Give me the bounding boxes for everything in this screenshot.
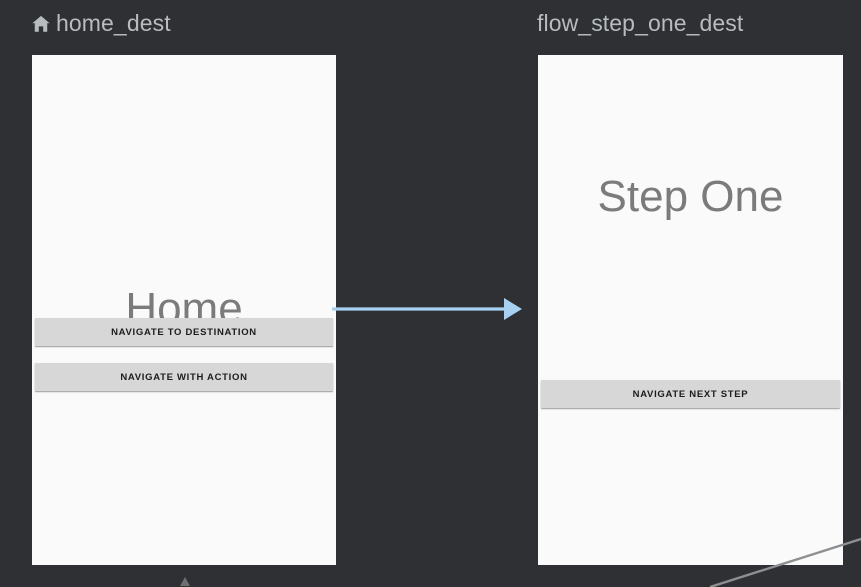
connector-fragment-bottom-left (180, 577, 190, 586)
screen-title-step-one: Step One (597, 172, 784, 221)
destination-label-text: flow_step_one_dest (537, 10, 744, 36)
destination-label-text: home_dest (56, 10, 171, 36)
navigate-with-action-button[interactable]: NAVIGATE WITH ACTION (35, 363, 333, 391)
action-arrow-home-to-step-one[interactable] (330, 296, 526, 322)
destination-label-home-dest[interactable]: home_dest (30, 12, 171, 35)
destination-label-flow-step-one-dest[interactable]: flow_step_one_dest (537, 12, 743, 35)
destination-card-home-dest[interactable]: Home NAVIGATE TO DESTINATION NAVIGATE WI… (32, 55, 336, 565)
navigate-to-destination-button[interactable]: NAVIGATE TO DESTINATION (35, 318, 333, 346)
destination-card-flow-step-one-dest[interactable]: Step One NAVIGATE NEXT STEP (538, 55, 843, 565)
home-icon (32, 15, 50, 32)
navigate-next-step-button[interactable]: NAVIGATE NEXT STEP (541, 380, 840, 408)
